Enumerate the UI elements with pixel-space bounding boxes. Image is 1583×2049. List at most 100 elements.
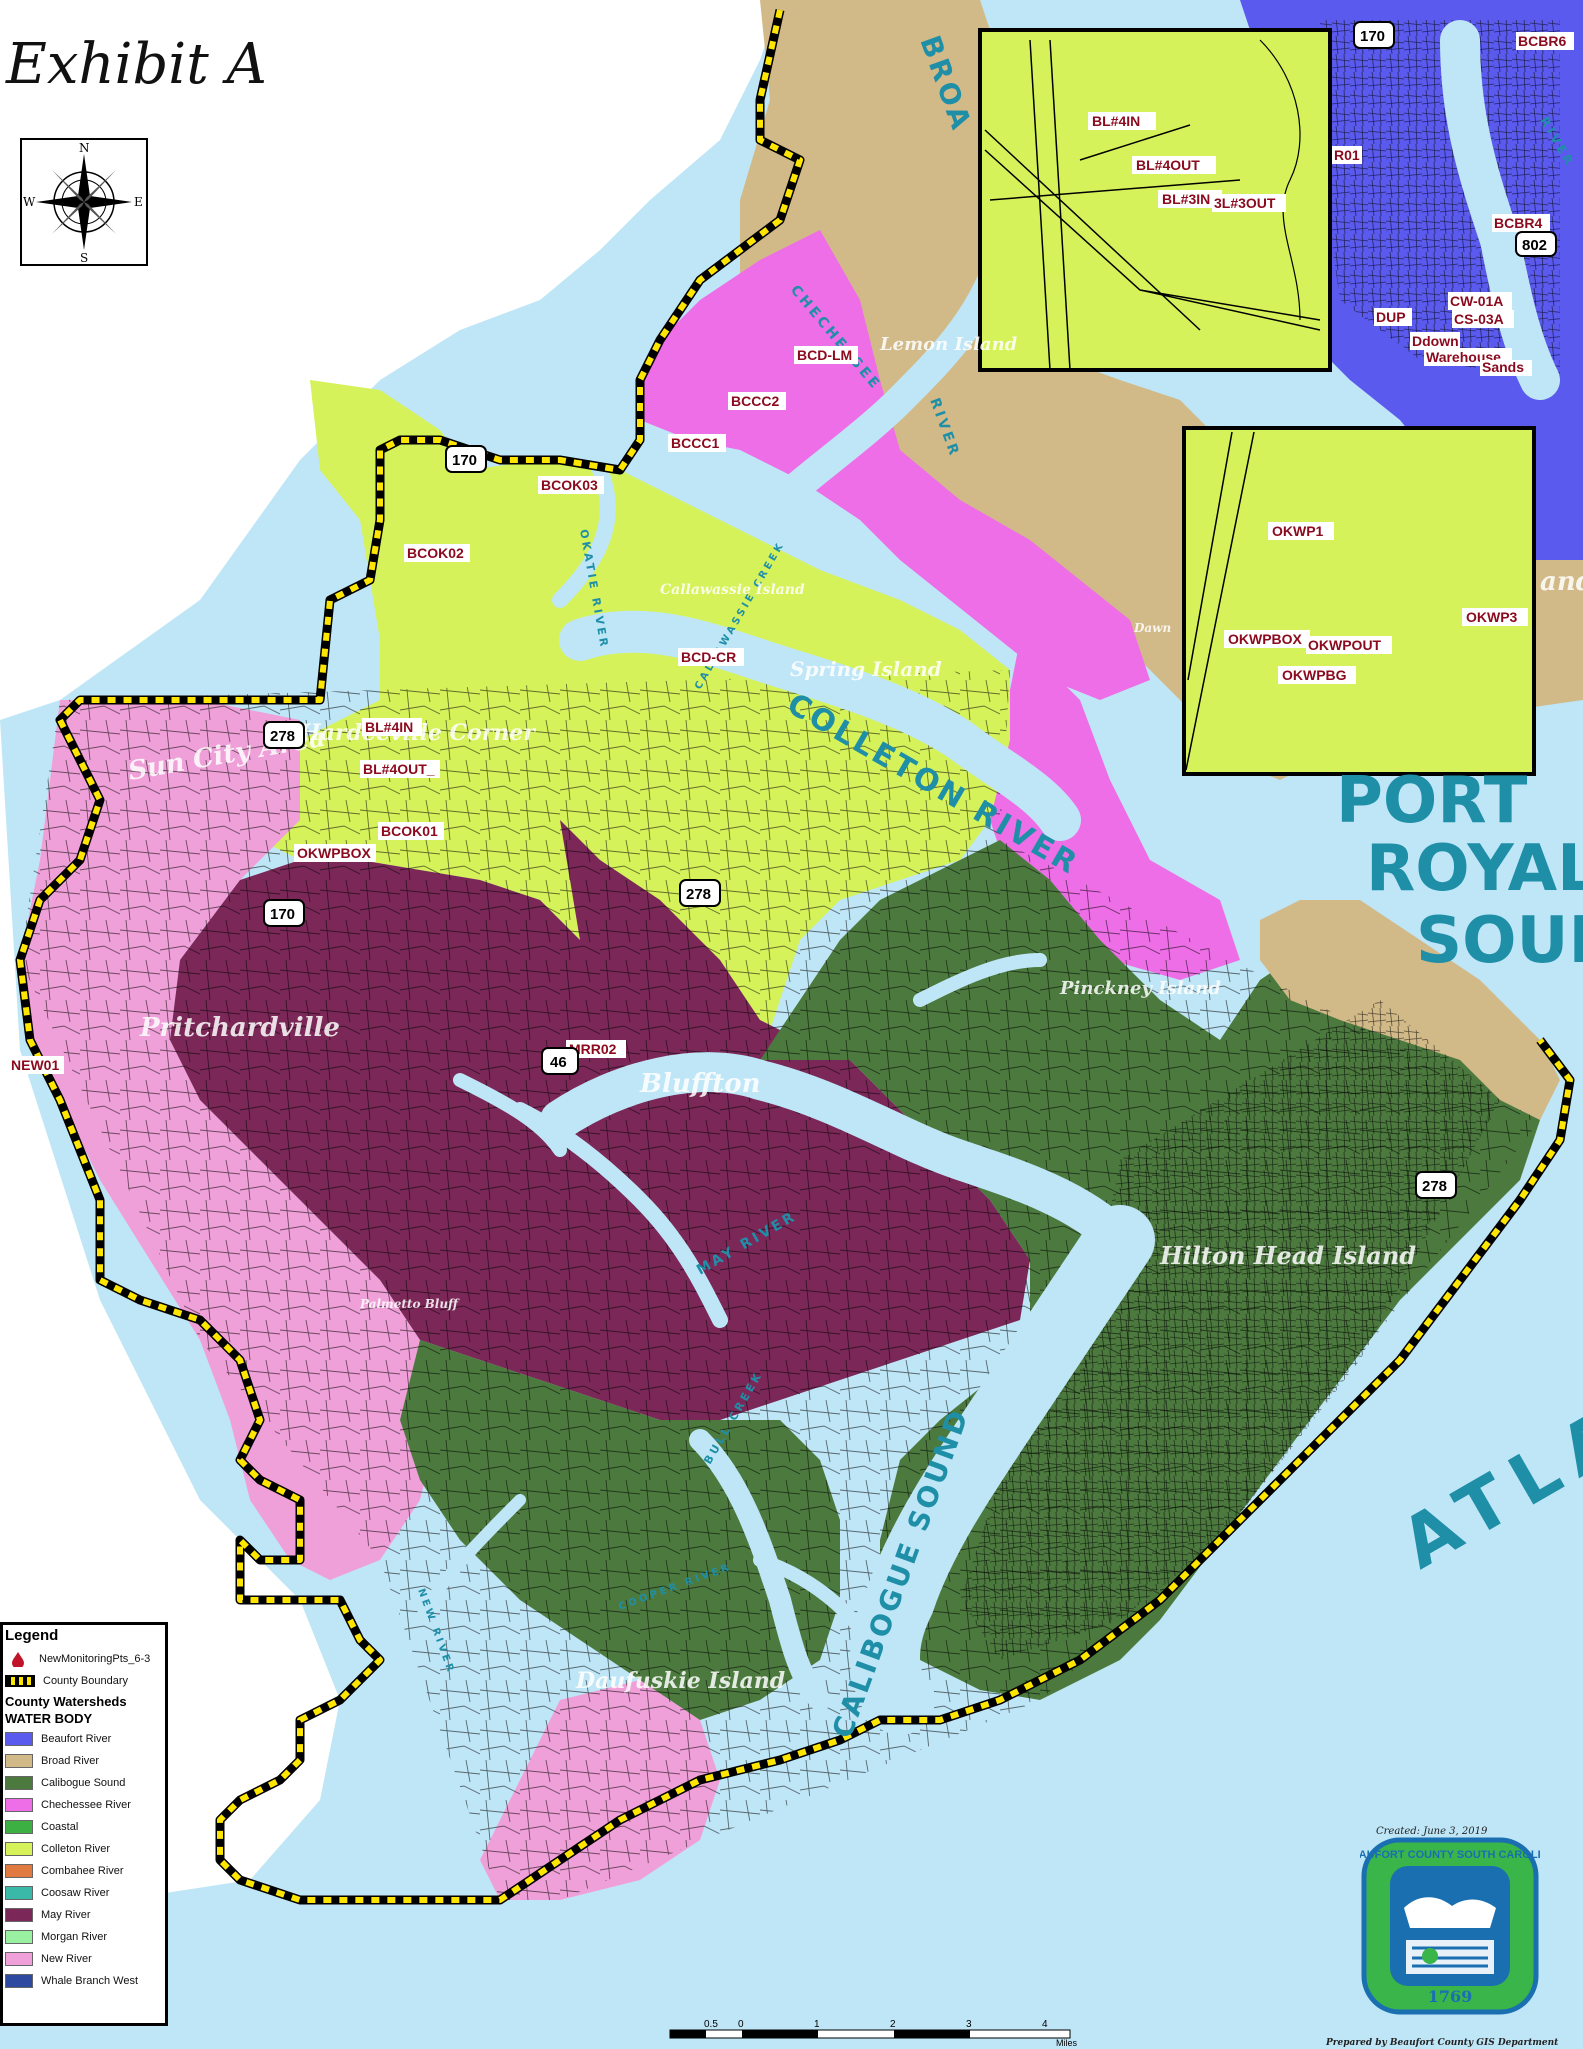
compass-w: W — [23, 195, 36, 209]
svg-text:Ddown: Ddown — [1412, 333, 1459, 349]
legend-points-row: NewMonitoringPts_6-3 — [5, 1648, 165, 1670]
legend-swatch — [5, 1732, 33, 1746]
svg-text:278: 278 — [270, 728, 295, 745]
station-ddown: Ddown — [1410, 332, 1460, 350]
svg-text:BCOK03: BCOK03 — [541, 477, 598, 493]
svg-text:BCCC2: BCCC2 — [731, 393, 779, 409]
svg-text:BCBR6: BCBR6 — [1518, 33, 1566, 49]
station-mrr02: MRR02 — [566, 1040, 626, 1058]
station-bcd-cr: BCD-CR — [678, 648, 744, 666]
svg-text:DUP: DUP — [1376, 309, 1406, 325]
station-bcok03: BCOK03 — [538, 476, 604, 494]
ocean-atlantic — [700, 1050, 1583, 2049]
svg-text:BCOK01: BCOK01 — [381, 823, 438, 839]
legend-item: Beaufort River — [5, 1728, 165, 1750]
place-label-lemon-island: Lemon Island — [879, 334, 1018, 355]
scale-tick-0: 0 — [738, 2019, 744, 2030]
inset-map-bl: BL#4IN BL#4OUT BL#3IN 3L#3OUT — [978, 28, 1332, 372]
boundary-swatch — [5, 1675, 35, 1687]
watershed-chechessee-river — [640, 230, 1150, 700]
scale-unit: Miles — [1056, 2038, 1078, 2046]
highway-46: 46 — [541, 1047, 579, 1075]
station-bl4in: BL#4IN — [362, 718, 422, 736]
station-new01: NEW01 — [8, 1056, 64, 1074]
scale-bar: 0.5 0 1 2 3 4 Miles — [669, 2019, 1078, 2046]
place-label-hilton-head: Hilton Head Island — [1159, 1241, 1416, 1270]
station-bccc2: BCCC2 — [728, 392, 786, 410]
place-label-pinckney-island: Pinckney Island — [1059, 978, 1221, 999]
scale-tick-4: 4 — [1042, 2019, 1048, 2030]
svg-text:Sands: Sands — [1482, 359, 1524, 375]
legend-item: New River — [5, 1948, 165, 1970]
legend-item: Coastal — [5, 1816, 165, 1838]
compass-icon: N S E W — [23, 141, 143, 265]
place-label-pritchardville: Pritchardville — [139, 1013, 340, 1043]
svg-text:R01: R01 — [1334, 147, 1360, 163]
compass-rose: N S E W — [20, 138, 148, 266]
highway-278-hilton-head: 278 — [1415, 1171, 1457, 1199]
place-label-land: and — [1540, 567, 1583, 597]
legend-boundary-label: County Boundary — [43, 1675, 128, 1687]
legend-boundary-row: County Boundary — [5, 1670, 165, 1692]
land-outside-county-southwest — [0, 720, 340, 1900]
water-label-port-royal-3: SOUN — [1416, 904, 1583, 978]
legend-item: Morgan River — [5, 1926, 165, 1948]
legend-watersheds-heading: County Watersheds — [5, 1694, 127, 1709]
legend-item-label: New River — [41, 1953, 92, 1965]
seal-text: BEAUFORT COUNTY SOUTH CAROLINA — [1360, 1849, 1540, 1861]
svg-text:BCD-CR: BCD-CR — [681, 649, 736, 665]
inset-station-okwpbox: OKWPBOX — [1228, 631, 1303, 647]
svg-text:170: 170 — [452, 452, 477, 469]
svg-text:BCD-LM: BCD-LM — [797, 347, 852, 363]
legend-swatch — [5, 1974, 33, 1988]
station-r01: R01 — [1332, 146, 1362, 164]
legend-points-label: NewMonitoringPts_6-3 — [39, 1653, 151, 1665]
legend-item-label: Calibogue Sound — [41, 1777, 126, 1789]
highway-170-beaufort: 170 — [1353, 21, 1395, 49]
legend-item-label: Colleton River — [41, 1843, 111, 1855]
legend-waterbody-heading: WATER BODY — [5, 1711, 93, 1726]
road-network-dense — [960, 1000, 1500, 1660]
place-label-callawassie: Callawassie Island — [660, 582, 805, 598]
water-label-port-royal-2: ROYAL — [1366, 832, 1583, 906]
legend-item-label: Chechessee River — [41, 1799, 131, 1811]
svg-text:46: 46 — [550, 1054, 567, 1071]
legend-item-label: Whale Branch West — [41, 1975, 139, 1987]
station-dup: DUP — [1374, 308, 1412, 326]
place-label-spring-island: Spring Island — [790, 657, 942, 681]
svg-text:278: 278 — [1422, 1178, 1447, 1195]
svg-text:170: 170 — [1360, 28, 1385, 45]
svg-text:BL#4OUT_: BL#4OUT_ — [363, 761, 435, 777]
legend-item: Calibogue Sound — [5, 1772, 165, 1794]
legend-item: Broad River — [5, 1750, 165, 1772]
legend-item-label: Morgan River — [41, 1931, 108, 1943]
svg-text:802: 802 — [1522, 237, 1547, 254]
legend-item-label: Beaufort River — [41, 1733, 112, 1745]
station-cs03a: CS-03A — [1452, 310, 1514, 328]
county-seal: 1769 BEAUFORT COUNTY SOUTH CAROLINA — [1360, 1837, 1540, 2015]
place-label-bluffton: Bluffton — [639, 1069, 761, 1099]
legend-item: May River — [5, 1904, 165, 1926]
station-cw01a: CW-01A — [1448, 292, 1512, 310]
highway-shields: 170 170 170 278 278 278 46 802 — [263, 21, 1557, 1199]
legend-item-label: Coastal — [41, 1821, 79, 1833]
legend-item-label: Coosaw River — [41, 1887, 110, 1899]
svg-text:278: 278 — [686, 886, 711, 903]
land-outside-county — [0, 0, 780, 720]
drop-icon — [12, 1652, 24, 1667]
inset-station-bl4in: BL#4IN — [1092, 113, 1140, 129]
station-bcd-lm: BCD-LM — [794, 346, 858, 364]
legend-swatch — [5, 1820, 33, 1834]
inset-station-bl3in: BL#3IN — [1162, 191, 1210, 207]
highway-170-west: 170 — [263, 899, 305, 927]
svg-text:BCOK02: BCOK02 — [407, 545, 464, 561]
legend-item-label: Broad River — [41, 1755, 100, 1767]
compass-n: N — [79, 141, 90, 155]
legend-item-label: Combahee River — [41, 1865, 124, 1877]
legend-swatch — [5, 1908, 33, 1922]
svg-text:CS-03A: CS-03A — [1454, 311, 1504, 327]
inset-station-bl3out: 3L#3OUT — [1214, 195, 1276, 211]
map-legend: Legend NewMonitoringPts_6-3 County Bound… — [0, 1622, 168, 2026]
